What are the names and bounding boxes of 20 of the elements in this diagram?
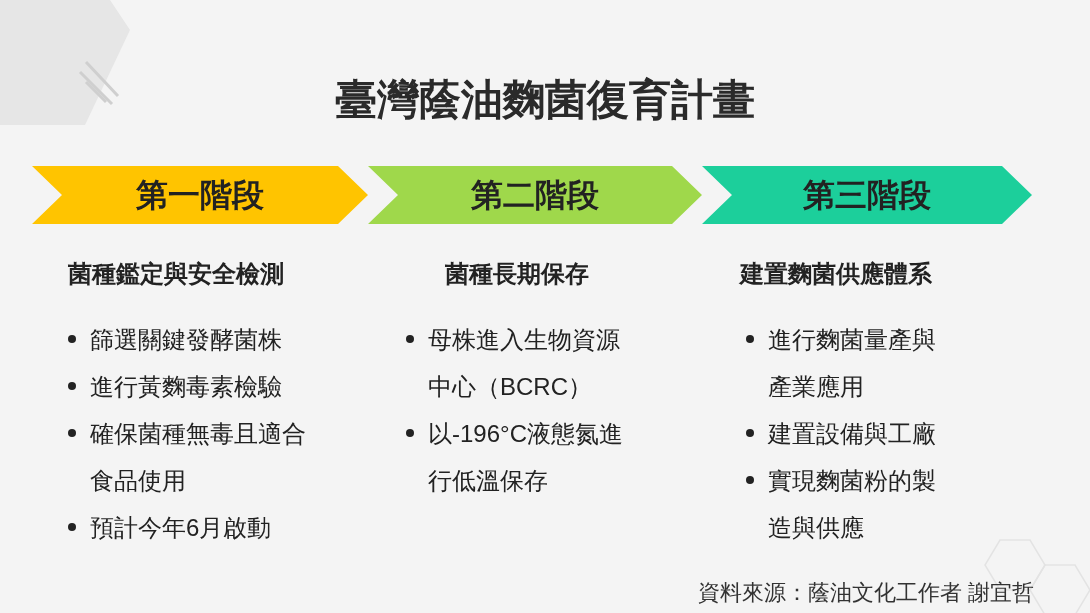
- stage-label: 第三階段: [803, 176, 931, 215]
- bullet-text: 預計今年6月啟動: [90, 513, 273, 543]
- stage-banner: [32, 166, 368, 224]
- title: 臺灣蔭油麴菌復育計畫: [334, 75, 756, 125]
- stage-heading: 建置麴菌供應體系: [740, 259, 932, 289]
- stage-banner: [368, 166, 702, 224]
- bullet-text: 以-196°C液態氮進行低溫保存: [428, 419, 624, 496]
- stage-label: 第二階段: [471, 176, 599, 215]
- bullet-text: 進行黃麴毒素檢驗: [90, 372, 283, 402]
- source-caption: 資料來源：蔭油文化工作者 謝宜哲: [697, 579, 1034, 607]
- bullet-text: 建置設備與工廠: [768, 419, 937, 449]
- bullet-text: 篩選關鍵發酵菌株: [90, 325, 283, 355]
- bullet-text: 進行麴菌量產與產業應用: [768, 325, 937, 402]
- bullet-text: 母株進入生物資源中心（BCRC）: [428, 325, 621, 402]
- bullet-text: 實現麴菌粉的製造與供應: [768, 466, 937, 543]
- stage-label: 第一階段: [136, 176, 264, 215]
- stage-heading: 菌種長期保存: [445, 259, 589, 289]
- stage-banner: [702, 166, 1032, 224]
- stage-heading: 菌種鑑定與安全檢測: [68, 259, 284, 289]
- bullet-text: 確保菌種無毒且適合食品使用: [90, 419, 307, 496]
